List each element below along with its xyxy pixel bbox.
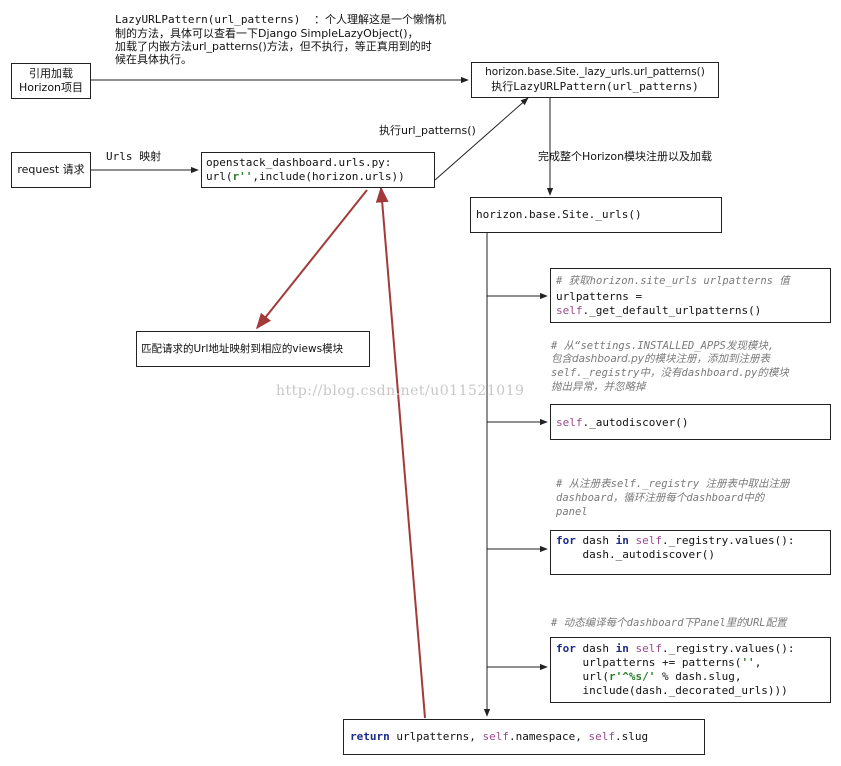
site-urls-box: horizon.base.Site._urls() bbox=[470, 197, 722, 233]
ref-load-label-2: Horizon项目 bbox=[18, 81, 84, 94]
match-views-label: 匹配请求的Url地址映射到相应的views模块 bbox=[141, 343, 344, 355]
loop-urlpatterns-line-1: for dash in self._registry.values(): bbox=[556, 642, 795, 655]
ref-load-box: 引用加载 Horizon项目 bbox=[11, 63, 91, 99]
ref-load-label-1: 引用加载 bbox=[29, 67, 73, 80]
request-label: request 请求 bbox=[17, 163, 85, 176]
exec-url-patterns-label: 执行url_patterns() bbox=[379, 124, 476, 137]
lazy-note-desc-2: 制的方法，具体可以查看一下Django SimpleLazyObject()， bbox=[115, 27, 419, 40]
comment-registry-1: # 从注册表self._registry 注册表中取出注册 bbox=[556, 478, 790, 490]
comment-autodiscover-4: 抛出异常，并忽略掉 bbox=[551, 381, 646, 393]
dashboard-urls-line-1: openstack_dashboard.urls.py: bbox=[206, 156, 392, 169]
comment-autodiscover-1: # 从“settings.INSTALLED_APPS发现模块, bbox=[551, 340, 775, 352]
match-views-box: 匹配请求的Url地址映射到相应的views模块 bbox=[136, 331, 370, 367]
comment-autodiscover-3: self._registry中，没有dashboard.py的模块 bbox=[551, 367, 789, 379]
lazy-urls-box: horizon.base.Site._lazy_urls.url_pattern… bbox=[471, 62, 719, 98]
lazy-urls-label-1: horizon.base.Site._lazy_urls.url_pattern… bbox=[485, 66, 705, 78]
loop-urlpatterns-line-4: include(dash._decorated_urls))) bbox=[556, 684, 788, 697]
loop-urlpatterns-box: for dash in self._registry.values(): url… bbox=[550, 637, 831, 703]
loop-urlpatterns-line-2: urlpatterns += patterns('', bbox=[556, 656, 762, 669]
comment-autodiscover-2: 包含dashboard.py的模块注册，添加到注册表 bbox=[551, 353, 770, 365]
return-box: return urlpatterns, self.namespace, self… bbox=[343, 719, 705, 755]
red-arrow-return bbox=[375, 186, 426, 719]
arrow-urls-to-lazy bbox=[434, 97, 529, 181]
comment-dynamic-urls: # 动态编译每个dashboard下Panel里的URL配置 bbox=[551, 617, 787, 629]
lazy-note-title: LazyURLPattern(url_patterns) bbox=[115, 13, 301, 26]
loop-autodiscover-line-2: dash._autodiscover() bbox=[556, 548, 715, 561]
lazy-note-desc-4: 候在具体执行。 bbox=[115, 53, 192, 66]
loop-urlpatterns-line-3: url(r'^%s/' % dash.slug, bbox=[556, 670, 742, 683]
autodiscover-box: self._autodiscover() bbox=[550, 404, 831, 440]
get-default-box: # 获取horizon.site_urls urlpatterns 值 urlp… bbox=[550, 268, 831, 323]
get-default-line-1: urlpatterns = bbox=[556, 290, 643, 303]
lazy-urls-label-2: 执行LazyURLPattern(url_patterns) bbox=[491, 80, 699, 93]
dashboard-urls-line-2: url(r'',include(horizon.urls)) bbox=[206, 170, 405, 183]
autodiscover-line: self._autodiscover() bbox=[556, 416, 689, 429]
dashboard-urls-box: openstack_dashboard.urls.py: url(r'',inc… bbox=[201, 152, 435, 188]
return-line: return urlpatterns, self.namespace, self… bbox=[350, 730, 649, 743]
site-urls-label: horizon.base.Site._urls() bbox=[476, 208, 642, 221]
lazy-note-desc-1: ：个人理解这是一个懒惰机 bbox=[314, 13, 446, 26]
red-arrow-to-views bbox=[256, 189, 368, 330]
get-default-line-2: self._get_default_urlpatterns() bbox=[556, 304, 762, 317]
lazy-note-desc-3: 加载了内嵌方法url_patterns()方法，但不执行，等正真用到的时 bbox=[115, 40, 432, 53]
comment-get-site-urls: # 获取horizon.site_urls urlpatterns 值 bbox=[556, 275, 790, 287]
watermark: http://blog.csdn.net/u011521019 bbox=[276, 383, 525, 399]
urls-mapping-label: Urls 映射 bbox=[106, 150, 162, 163]
loop-autodiscover-box: for dash in self._registry.values(): das… bbox=[550, 530, 831, 575]
request-box: request 请求 bbox=[11, 152, 91, 188]
loop-autodiscover-line-1: for dash in self._registry.values(): bbox=[556, 534, 795, 547]
finish-registration-label: 完成整个Horizon模块注册以及加载 bbox=[538, 150, 713, 163]
comment-registry-3: panel bbox=[556, 506, 588, 518]
comment-registry-2: dashboard，循环注册每个dashboard中的 bbox=[556, 492, 765, 504]
